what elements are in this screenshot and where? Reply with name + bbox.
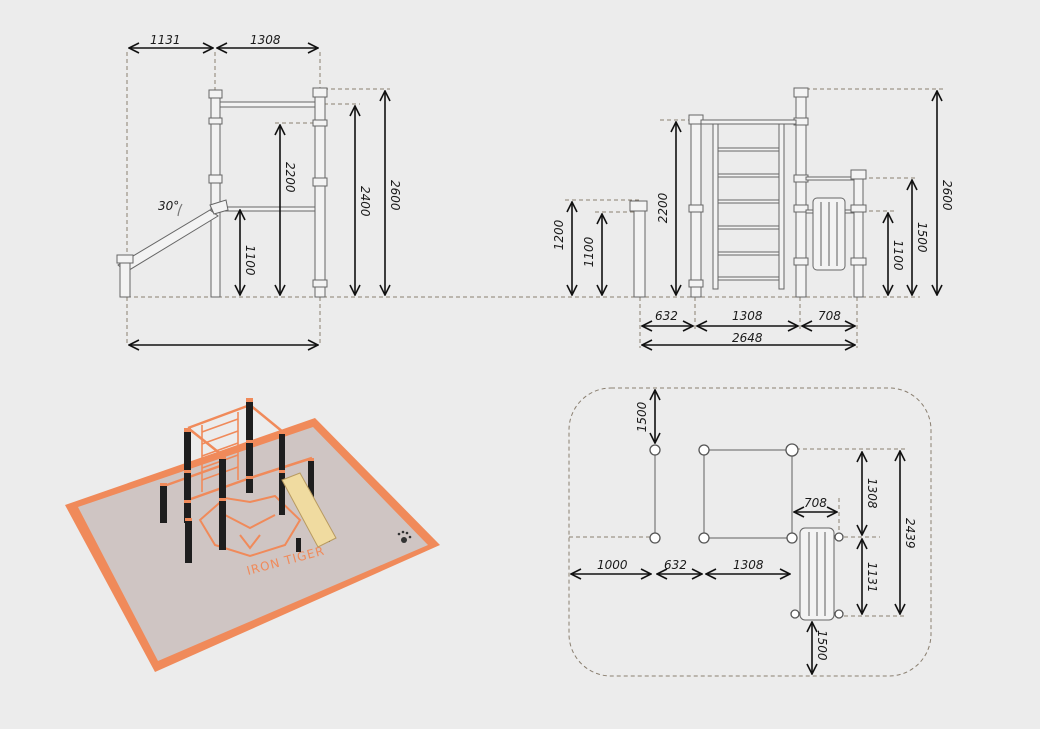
clamp xyxy=(312,279,328,288)
ladder-rail xyxy=(778,123,785,290)
dim-label: 1500 xyxy=(915,222,929,253)
right-post xyxy=(853,177,864,298)
clamp xyxy=(312,119,328,127)
angle-arc xyxy=(177,203,183,217)
ladder-rung xyxy=(717,173,780,178)
dim-label: 2400 xyxy=(358,186,372,217)
clamp xyxy=(850,257,867,266)
dim-label: 1131 xyxy=(865,562,879,593)
side-bar xyxy=(805,176,855,181)
low-post xyxy=(633,210,646,298)
dim-label: 2200 xyxy=(656,192,670,223)
plan-post xyxy=(834,609,844,619)
plan-frame xyxy=(703,449,793,539)
tiger-logo xyxy=(198,494,302,558)
dim-label: 1308 xyxy=(250,33,281,47)
dim-label: 1308 xyxy=(733,558,764,572)
post-cap xyxy=(793,87,809,98)
clamp xyxy=(793,257,809,266)
safety-zone xyxy=(568,387,932,677)
angle-label: 30° xyxy=(158,199,179,213)
ladder-rung xyxy=(717,251,780,256)
plan-post xyxy=(649,444,661,456)
clamp xyxy=(312,177,328,187)
ladder-rung xyxy=(717,199,780,204)
post-left xyxy=(210,94,221,298)
post-cap xyxy=(312,87,328,98)
post-cap xyxy=(208,89,223,99)
ladder-rung xyxy=(717,276,780,281)
plan-post xyxy=(698,444,710,456)
ladder-rung xyxy=(717,147,780,152)
dip-bar xyxy=(217,206,321,212)
plan-post xyxy=(698,532,710,544)
bench-end-view xyxy=(812,197,846,271)
side-view: 30° 1131 1308 2200 2400 2600 1100 xyxy=(116,33,920,345)
plan-post xyxy=(785,443,799,457)
dim-label: 1308 xyxy=(865,478,879,509)
dim-label: 1100 xyxy=(243,245,257,276)
dim-label: 708 xyxy=(818,309,841,323)
clamp xyxy=(850,204,867,213)
post-cap xyxy=(850,169,867,180)
dim-label: 1100 xyxy=(891,240,905,271)
dim-label: 2600 xyxy=(940,180,954,211)
bench-leg xyxy=(119,261,131,298)
dim-label: 2439 xyxy=(903,518,917,549)
pull-up-bar xyxy=(214,101,321,108)
render-bench xyxy=(281,472,337,548)
ladder-rail xyxy=(712,123,719,290)
clamp xyxy=(208,117,223,125)
dim-label: 1100 xyxy=(582,236,596,267)
render-post-bands xyxy=(160,398,314,521)
plan-post xyxy=(790,609,800,619)
plan-post xyxy=(786,532,798,544)
dim-label: 2600 xyxy=(388,180,402,211)
dim-label: 632 xyxy=(664,558,687,572)
dim-label: 632 xyxy=(655,309,678,323)
post-cap xyxy=(629,200,648,212)
bench-cap xyxy=(116,254,134,264)
clamp xyxy=(688,279,704,288)
render-view: IRON TIGER xyxy=(65,398,440,672)
dim-label: 2200 xyxy=(283,162,297,193)
dim-label: 1200 xyxy=(552,219,566,250)
paw-icon xyxy=(397,530,412,543)
ladder-top-bar xyxy=(700,119,797,125)
dim-label: 1000 xyxy=(597,558,628,572)
front-view: 1200 1100 2200 2600 1500 1100 632 1308 7… xyxy=(552,87,954,348)
clamp xyxy=(793,204,809,213)
dim-label: 708 xyxy=(804,496,827,510)
ladder-rung xyxy=(717,225,780,230)
dim-label: 1500 xyxy=(815,630,829,661)
dim-label: 2648 xyxy=(732,331,763,345)
dim-label: 1308 xyxy=(732,309,763,323)
clamp xyxy=(208,174,223,184)
bench-bracket xyxy=(209,199,229,215)
plan-post xyxy=(834,532,844,542)
plan-post xyxy=(649,532,661,544)
plan-view: 1500 1500 1000 632 1308 708 1308 1131 24… xyxy=(568,387,932,677)
clamp xyxy=(688,204,704,213)
dim-label: 1500 xyxy=(635,401,649,432)
dim-label: 1131 xyxy=(150,33,181,47)
